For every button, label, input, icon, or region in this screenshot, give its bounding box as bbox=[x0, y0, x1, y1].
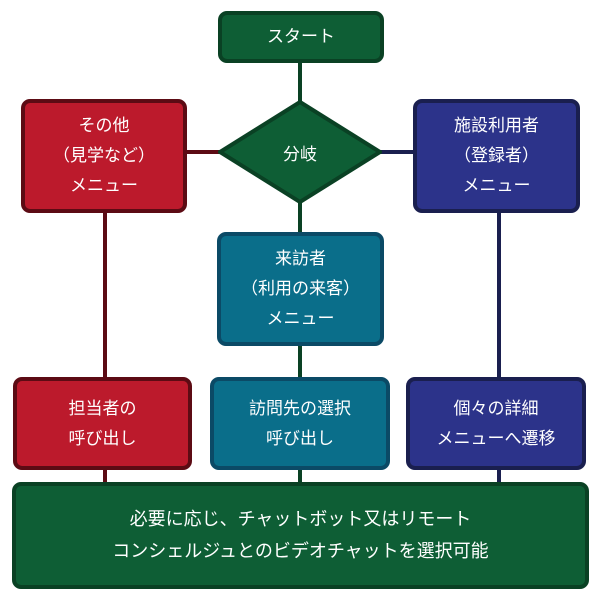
registered-menu-node: 施設利用者 （登録者） メニュー bbox=[413, 99, 580, 213]
staff-call-node: 担当者の 呼び出し bbox=[13, 377, 192, 470]
branch-decision-node bbox=[218, 100, 382, 204]
other-menu-line-2: （見学など） bbox=[53, 146, 155, 166]
start-label: スタート bbox=[267, 27, 335, 47]
destination-call-line-2: 呼び出し bbox=[266, 428, 334, 449]
connector-registered-detail bbox=[497, 210, 501, 490]
connector-branch-visitor bbox=[298, 200, 302, 236]
connector-branch-registered bbox=[379, 150, 415, 154]
other-menu-line-1: その他 bbox=[78, 116, 130, 136]
branch-label: 分岐 bbox=[283, 144, 317, 165]
staff-call-line-2: 呼び出し bbox=[68, 428, 137, 449]
detail-menu-line-2: メニューへ遷移 bbox=[436, 428, 556, 449]
detail-menu-node: 個々の詳細 メニューへ遷移 bbox=[406, 377, 586, 470]
destination-call-node: 訪問先の選択 呼び出し bbox=[210, 377, 390, 470]
final-line-1: 必要に応じ、チャットボット又はリモート bbox=[129, 508, 472, 530]
connector-start-branch bbox=[298, 60, 302, 104]
destination-call-line-1: 訪問先の選択 bbox=[249, 398, 351, 419]
visitor-menu-node: 来訪者 （利用の来客） メニュー bbox=[217, 232, 384, 346]
other-menu-line-3: メニュー bbox=[70, 176, 138, 196]
visitor-menu-line-2: （利用の来客） bbox=[241, 279, 360, 299]
registered-menu-line-1: 施設利用者 bbox=[454, 116, 539, 136]
start-node: スタート bbox=[218, 11, 384, 63]
other-menu-node: その他 （見学など） メニュー bbox=[21, 99, 187, 213]
staff-call-line-1: 担当者の bbox=[68, 398, 137, 419]
registered-menu-line-2: （登録者） bbox=[454, 146, 539, 166]
connector-branch-other bbox=[185, 150, 221, 154]
detail-menu-line-1: 個々の詳細 bbox=[453, 398, 539, 419]
connector-other-staff bbox=[103, 210, 107, 490]
registered-menu-line-3: メニュー bbox=[462, 176, 531, 196]
visitor-menu-line-1: 来訪者 bbox=[275, 249, 326, 269]
final-line-2: コンシェルジュとのビデオチャットを選択可能 bbox=[112, 540, 489, 562]
final-options-node: 必要に応じ、チャットボット又はリモート コンシェルジュとのビデオチャットを選択可… bbox=[12, 482, 589, 589]
visitor-menu-line-3: メニュー bbox=[266, 309, 335, 329]
